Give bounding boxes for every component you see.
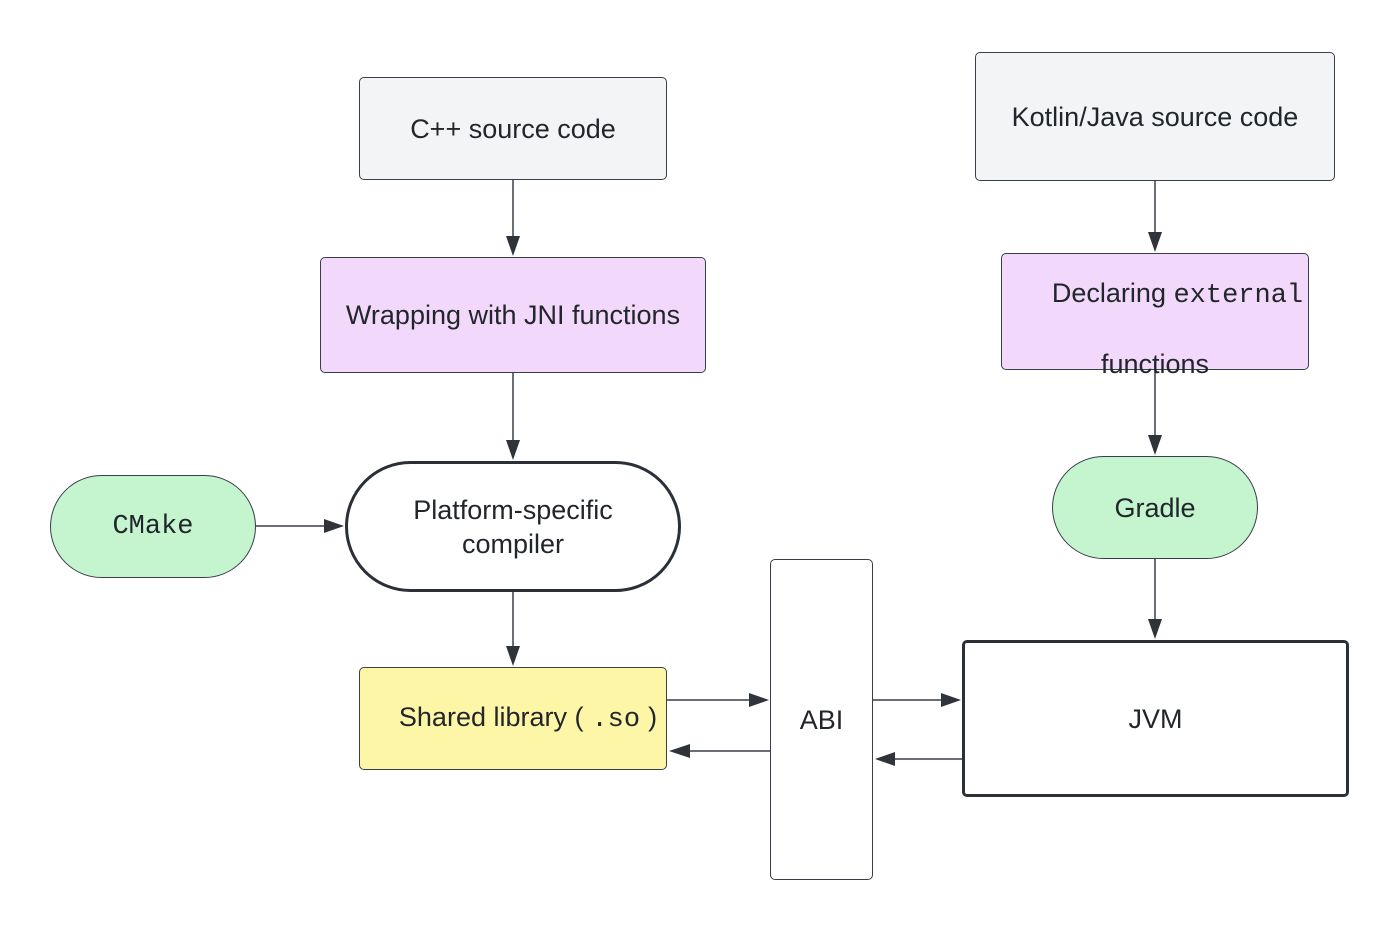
declaring-keyword: external — [1173, 281, 1304, 311]
edge-declaring-to-gradle — [1148, 370, 1162, 455]
compiler-label-line1: Platform-specific — [413, 494, 613, 525]
edge-cpp-to-jni — [506, 180, 520, 256]
jvm-node: JVM — [962, 640, 1349, 797]
jni-wrap-node: Wrapping with JNI functions — [320, 257, 706, 373]
kotlin-source-label: Kotlin/Java source code — [1011, 101, 1299, 132]
shared-library-node: Shared library (.so) — [359, 667, 667, 770]
cmake-node: CMake — [50, 475, 256, 578]
compiler-label-line2: compiler — [461, 528, 564, 559]
declaring-external-node: Declaring external functions — [1001, 253, 1309, 379]
edge-cmake-to-compiler — [256, 519, 344, 533]
abi-label: ABI — [799, 704, 844, 735]
declaring-label-line2: functions — [1100, 349, 1210, 379]
edge-compiler-to-shared-lib — [506, 592, 520, 666]
cpp-source-label: C++ source code — [410, 113, 616, 144]
gradle-node: Gradle — [1052, 456, 1258, 559]
abi-node: ABI — [770, 559, 873, 880]
shared-library-suffix: ) — [648, 702, 658, 732]
edge-abi-to-shared-lib — [669, 744, 770, 758]
edge-jni-to-compiler — [506, 373, 520, 460]
shared-library-label: Shared library ( — [398, 702, 584, 732]
edge-kotlin-to-declaring — [1148, 181, 1162, 252]
edge-shared-lib-to-abi — [667, 693, 769, 707]
cmake-label: CMake — [112, 511, 194, 542]
gradle-label: Gradle — [1114, 492, 1196, 523]
compiler-node: Platform-specific compiler — [345, 461, 681, 592]
edge-gradle-to-jvm — [1148, 559, 1162, 639]
edge-jvm-to-abi — [875, 752, 962, 766]
jvm-label: JVM — [1128, 703, 1183, 734]
kotlin-source-node: Kotlin/Java source code — [975, 52, 1335, 181]
declaring-label: Declaring — [1051, 278, 1166, 308]
cpp-source-node: C++ source code — [359, 77, 667, 180]
jni-wrap-label: Wrapping with JNI functions — [345, 300, 681, 330]
edge-abi-to-jvm — [873, 693, 961, 707]
shared-library-extension: .so — [591, 705, 641, 735]
